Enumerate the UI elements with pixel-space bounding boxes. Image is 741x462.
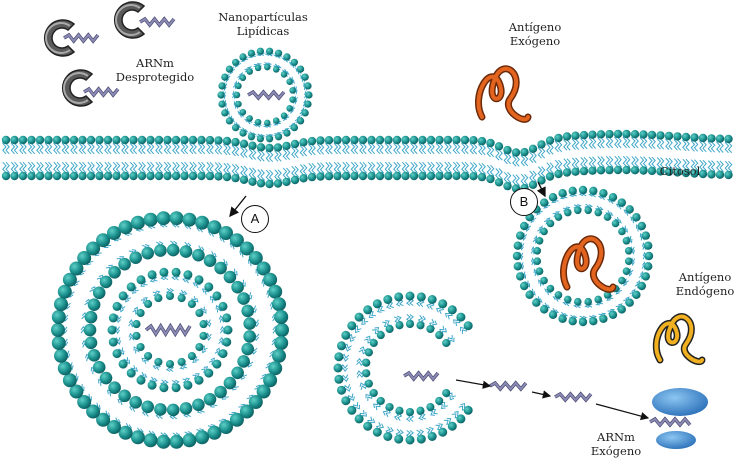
enzyme-icon — [44, 19, 76, 57]
arrow-translate-2 — [595, 403, 650, 421]
mrna-icon — [144, 322, 192, 338]
label-arnm-desprotegido: ARNm Desprotegido — [110, 56, 200, 84]
label-nanoparticulas-line1: Nanopartículas — [218, 10, 308, 24]
label-antigeno-endogeno: Antígeno Endógeno — [670, 270, 740, 298]
mrna-icon — [83, 86, 120, 98]
mrna-icon — [139, 16, 176, 28]
mrna-icon — [649, 416, 692, 428]
label-antigeno-exo-line1: Antígeno — [508, 20, 562, 34]
label-antigeno-endo-line2: Endógeno — [675, 284, 735, 298]
cell-membrane — [1, 129, 733, 193]
arrow-path-b — [536, 181, 546, 198]
arrow-release — [455, 379, 492, 389]
arrow-path-a — [229, 195, 247, 218]
lipid-nanoparticle-inner — [107, 267, 233, 393]
mrna-icon — [247, 89, 286, 101]
lipid-nanoparticle-large — [51, 211, 289, 449]
mrna-icon — [63, 32, 100, 44]
label-arnm-desp-line2: Desprotegido — [115, 70, 195, 84]
label-nanoparticulas: Nanopartículas Lipídicas — [218, 10, 308, 38]
mrna-icon — [554, 391, 593, 403]
mrna-icon — [403, 370, 440, 382]
label-antigeno-endo-line1: Antígeno — [678, 270, 732, 284]
vesicles — [51, 47, 654, 449]
endogenous-antigen-icon — [652, 313, 706, 365]
label-citosol: Citosol — [659, 164, 701, 178]
label-arnm-exo-line1: ARNm — [597, 430, 635, 444]
endosome-b — [512, 185, 654, 327]
mrna-icon — [489, 380, 528, 392]
enzyme-icon — [62, 69, 94, 107]
endosome-escape — [333, 291, 473, 445]
label-antigeno-exo-line2: Exógeno — [509, 34, 561, 48]
lipid-nanoparticle-small — [217, 47, 313, 143]
enzyme-icon — [114, 1, 146, 39]
label-arnm-exogeno: ARNm Exógeno — [586, 430, 646, 458]
label-nanoparticulas-line2: Lipídicas — [236, 24, 290, 38]
exogenous-antigen-icon — [560, 235, 617, 293]
mrna-strands — [63, 16, 692, 428]
exogenous-antigen-icon — [475, 65, 532, 123]
arrow-translate-1 — [531, 390, 552, 399]
label-arnm-exo-line2: Exógeno — [590, 444, 642, 458]
label-antigeno-exogeno: Antígeno Exógeno — [500, 20, 570, 48]
label-arnm-desp-line1: ARNm — [136, 56, 174, 70]
ribosome-icon — [652, 388, 708, 449]
path-b-marker: B — [510, 188, 538, 216]
path-a-marker: A — [241, 205, 269, 233]
